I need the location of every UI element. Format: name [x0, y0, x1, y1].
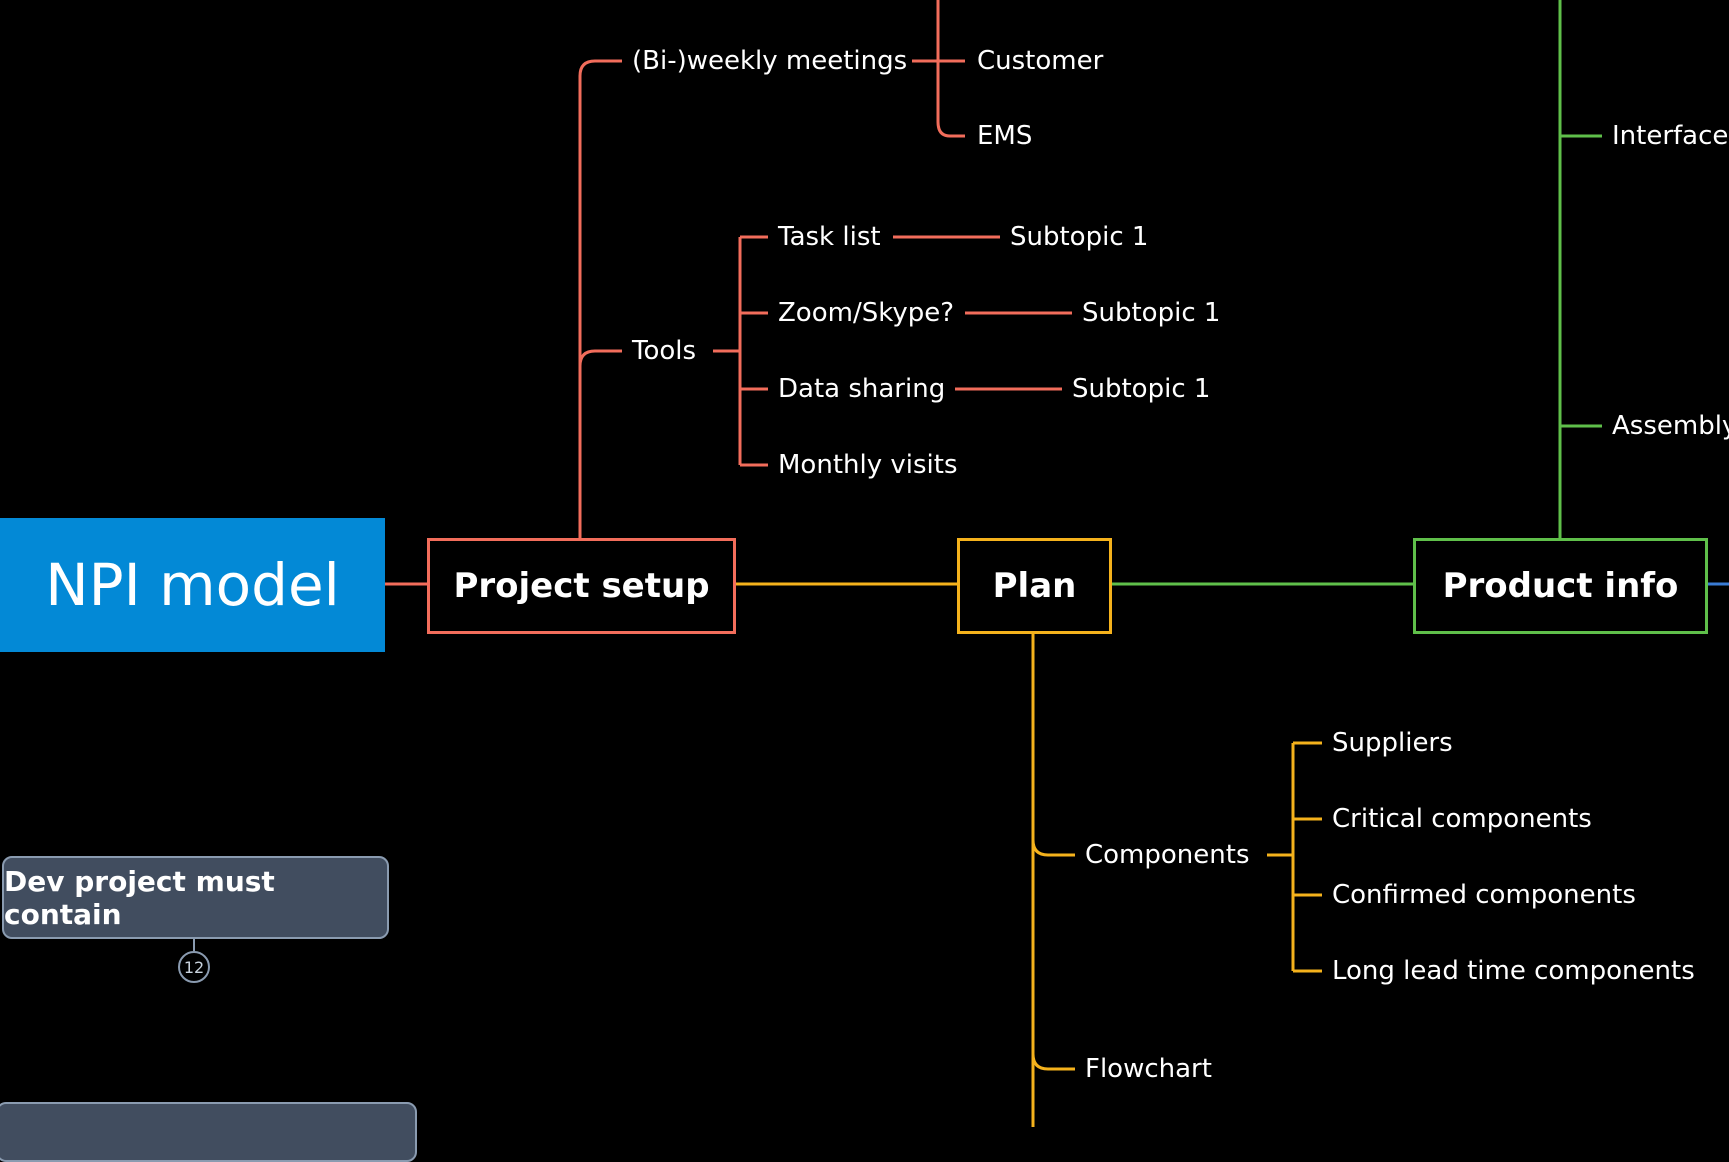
collapsed-count-badge[interactable]: 12 — [178, 951, 210, 983]
note-partial[interactable] — [0, 1102, 417, 1162]
note-dev-project-label: Dev project must contain — [4, 864, 275, 931]
topic-plan[interactable]: Plan — [957, 538, 1112, 634]
root-topic[interactable]: NPI model — [0, 518, 385, 652]
subtopic-zoom-skype[interactable]: Zoom/Skype? — [778, 298, 955, 328]
subtopic-data-sharing-sub[interactable]: Subtopic 1 — [1072, 374, 1211, 404]
topic-product-info-label: Product info — [1442, 566, 1679, 606]
topic-plan-label: Plan — [992, 566, 1077, 606]
subtopic-task-list[interactable]: Task list — [778, 222, 881, 252]
product-info-clip: Interface Assembly — [1612, 0, 1729, 1127]
subtopic-components[interactable]: Components — [1085, 840, 1250, 870]
subtopic-customer[interactable]: Customer — [977, 46, 1104, 76]
note-dev-project[interactable]: Dev project must contain — [2, 856, 389, 939]
subtopic-task-list-sub[interactable]: Subtopic 1 — [1010, 222, 1149, 252]
subtopic-flowchart[interactable]: Flowchart — [1085, 1054, 1212, 1084]
collapsed-count: 12 — [183, 957, 205, 977]
subtopic-tools[interactable]: Tools — [632, 336, 697, 366]
subtopic-data-sharing[interactable]: Data sharing — [778, 374, 946, 404]
subtopic-long-lead-components[interactable]: Long lead time components — [1332, 956, 1695, 986]
subtopic-suppliers[interactable]: Suppliers — [1332, 728, 1453, 758]
subtopic-interface[interactable]: Interface — [1612, 121, 1729, 151]
topic-project-setup[interactable]: Project setup — [427, 538, 736, 634]
subtopic-critical-components[interactable]: Critical components — [1332, 804, 1592, 834]
root-topic-label: NPI model — [45, 551, 340, 619]
topic-product-info[interactable]: Product info — [1413, 538, 1708, 634]
subtopic-zoom-skype-sub[interactable]: Subtopic 1 — [1082, 298, 1221, 328]
subtopic-assembly[interactable]: Assembly — [1612, 411, 1729, 441]
connector-lines — [193, 0, 1729, 1127]
subtopic-confirmed-components[interactable]: Confirmed components — [1332, 880, 1636, 910]
subtopic-meetings[interactable]: (Bi-)weekly meetings — [632, 46, 908, 76]
topic-project-setup-label: Project setup — [453, 566, 710, 606]
subtopic-ems[interactable]: EMS — [977, 121, 1033, 151]
subtopic-monthly-visits[interactable]: Monthly visits — [778, 450, 958, 480]
